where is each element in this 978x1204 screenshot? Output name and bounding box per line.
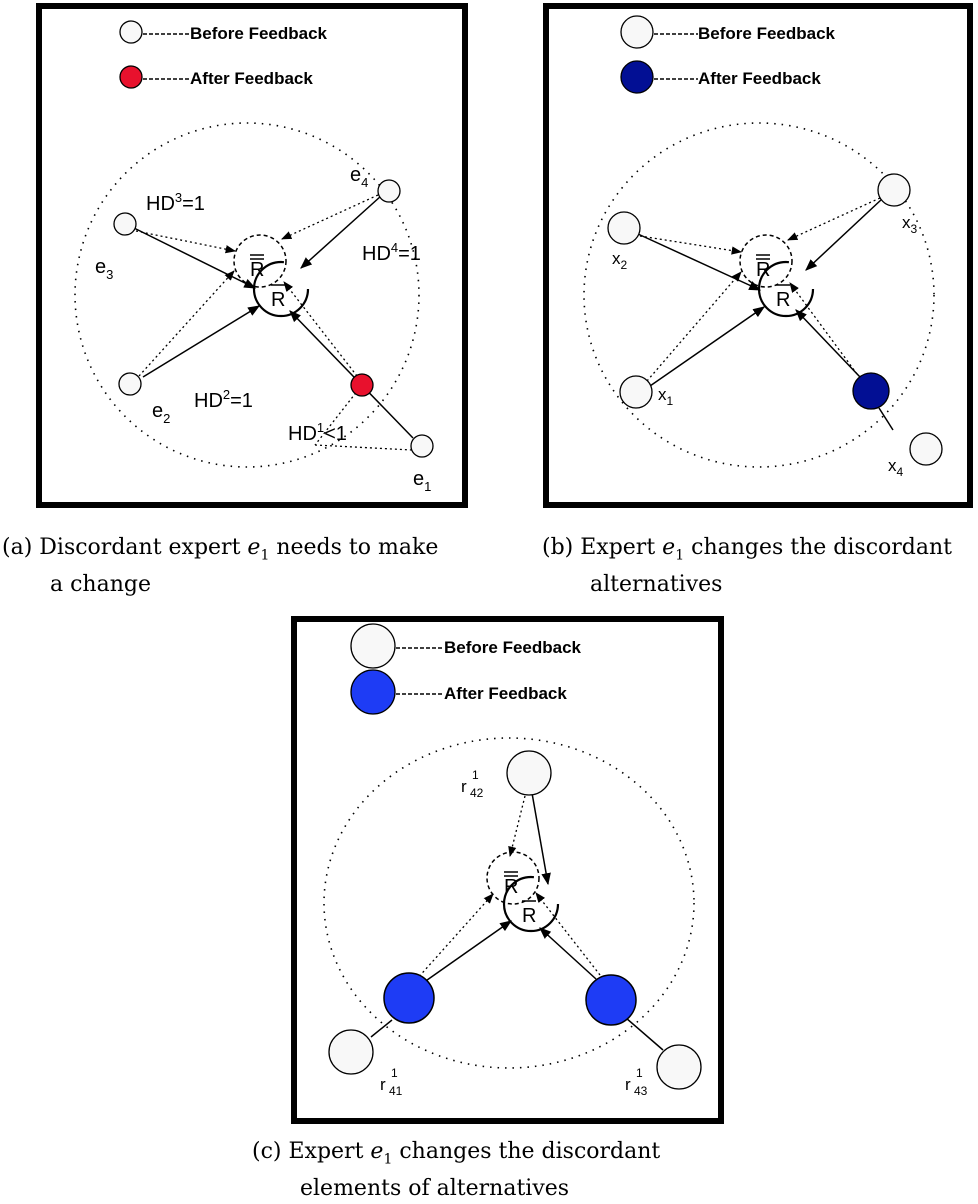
caption-a: (a) Discordant expert e1 needs to make a… [2,535,439,598]
label-hd1: HD1<1 [288,420,347,445]
alternative-node-x2 [607,211,641,245]
alternative-node-x3 [877,173,911,207]
legend-after-node [620,60,654,94]
svg-text:1: 1 [636,1066,643,1080]
caption-c: (c) Expert e1 changes the discordant ele… [252,1139,661,1202]
collective-label: R [776,289,790,311]
legend-before-node [350,623,396,669]
collective-label: R [271,289,285,311]
element-node-r43-after [585,974,637,1026]
label-hd3: HD3=1 [146,190,205,215]
legend-before-node [620,15,654,49]
svg-text:42: 42 [470,786,484,800]
element-node-r41-after [383,972,435,1024]
consensus-region [583,122,935,468]
alternative-node-x4-after [852,372,890,410]
collective-center [252,260,310,318]
expert-node-e1-before [410,434,434,458]
expert-node-e4 [377,179,401,203]
label-hd2: HD2=1 [194,387,253,412]
svg-text:r: r [461,777,467,796]
svg-text:r: r [380,1075,386,1094]
consensus-center [233,234,287,288]
label-r43: r 1 43 [625,1066,648,1098]
panel-a: Before Feedback After Feedback R R [36,3,468,508]
legend-before-label: Before Feedback [444,638,582,657]
caption-b: (b) Expert e1 changes the discordant alt… [542,535,953,598]
legend-before-label: Before Feedback [698,24,836,43]
element-node-r43-before [656,1044,702,1090]
legend-after-label: After Feedback [444,684,567,703]
legend-before-label: Before Feedback [190,24,328,43]
consensus-label: R [504,876,518,898]
legend-after-node [350,669,396,715]
svg-text:41: 41 [389,1084,403,1098]
legend-after-label: After Feedback [190,69,313,88]
panel-b-frame [543,3,973,508]
legend-after-node [119,65,143,89]
consensus-region [323,737,695,1069]
panel-b: Before Feedback After Feedback R R x2 x3… [543,3,973,508]
alternative-node-x1 [619,375,653,409]
svg-text:1: 1 [391,1066,398,1080]
element-node-r41-before [328,1029,374,1075]
panel-a-frame [36,3,468,508]
alternative-node-x4-before [909,432,943,466]
expert-node-e2 [118,372,142,396]
label-r42: r 1 42 [461,768,484,800]
legend-before-node [119,20,143,44]
collective-label: R [522,905,536,927]
element-node-r42 [506,750,552,796]
panel-c: Before Feedback After Feedback R R r 1 4… [291,616,724,1124]
expert-node-e3 [113,212,137,236]
label-e4: e4 [350,164,368,190]
consensus-center [739,234,793,288]
consensus-region [74,122,420,468]
label-x3: x3 [902,213,918,236]
svg-text:r: r [625,1075,631,1094]
expert-node-e1-after [350,373,374,397]
label-x4: x4 [888,456,904,479]
label-x2: x2 [612,249,628,272]
label-e2: e2 [152,400,170,426]
panel-c-frame [291,616,724,1124]
consensus-label: R [250,259,264,281]
label-r41: r 1 41 [380,1066,403,1098]
label-hd4: HD4=1 [362,240,421,265]
label-e3: e3 [95,256,113,282]
collective-center [502,875,560,933]
svg-text:1: 1 [472,768,479,782]
svg-text:43: 43 [634,1084,648,1098]
label-e1: e1 [413,468,431,494]
label-x1: x1 [658,385,674,408]
consensus-label: R [756,259,770,281]
legend-after-label: After Feedback [698,69,821,88]
